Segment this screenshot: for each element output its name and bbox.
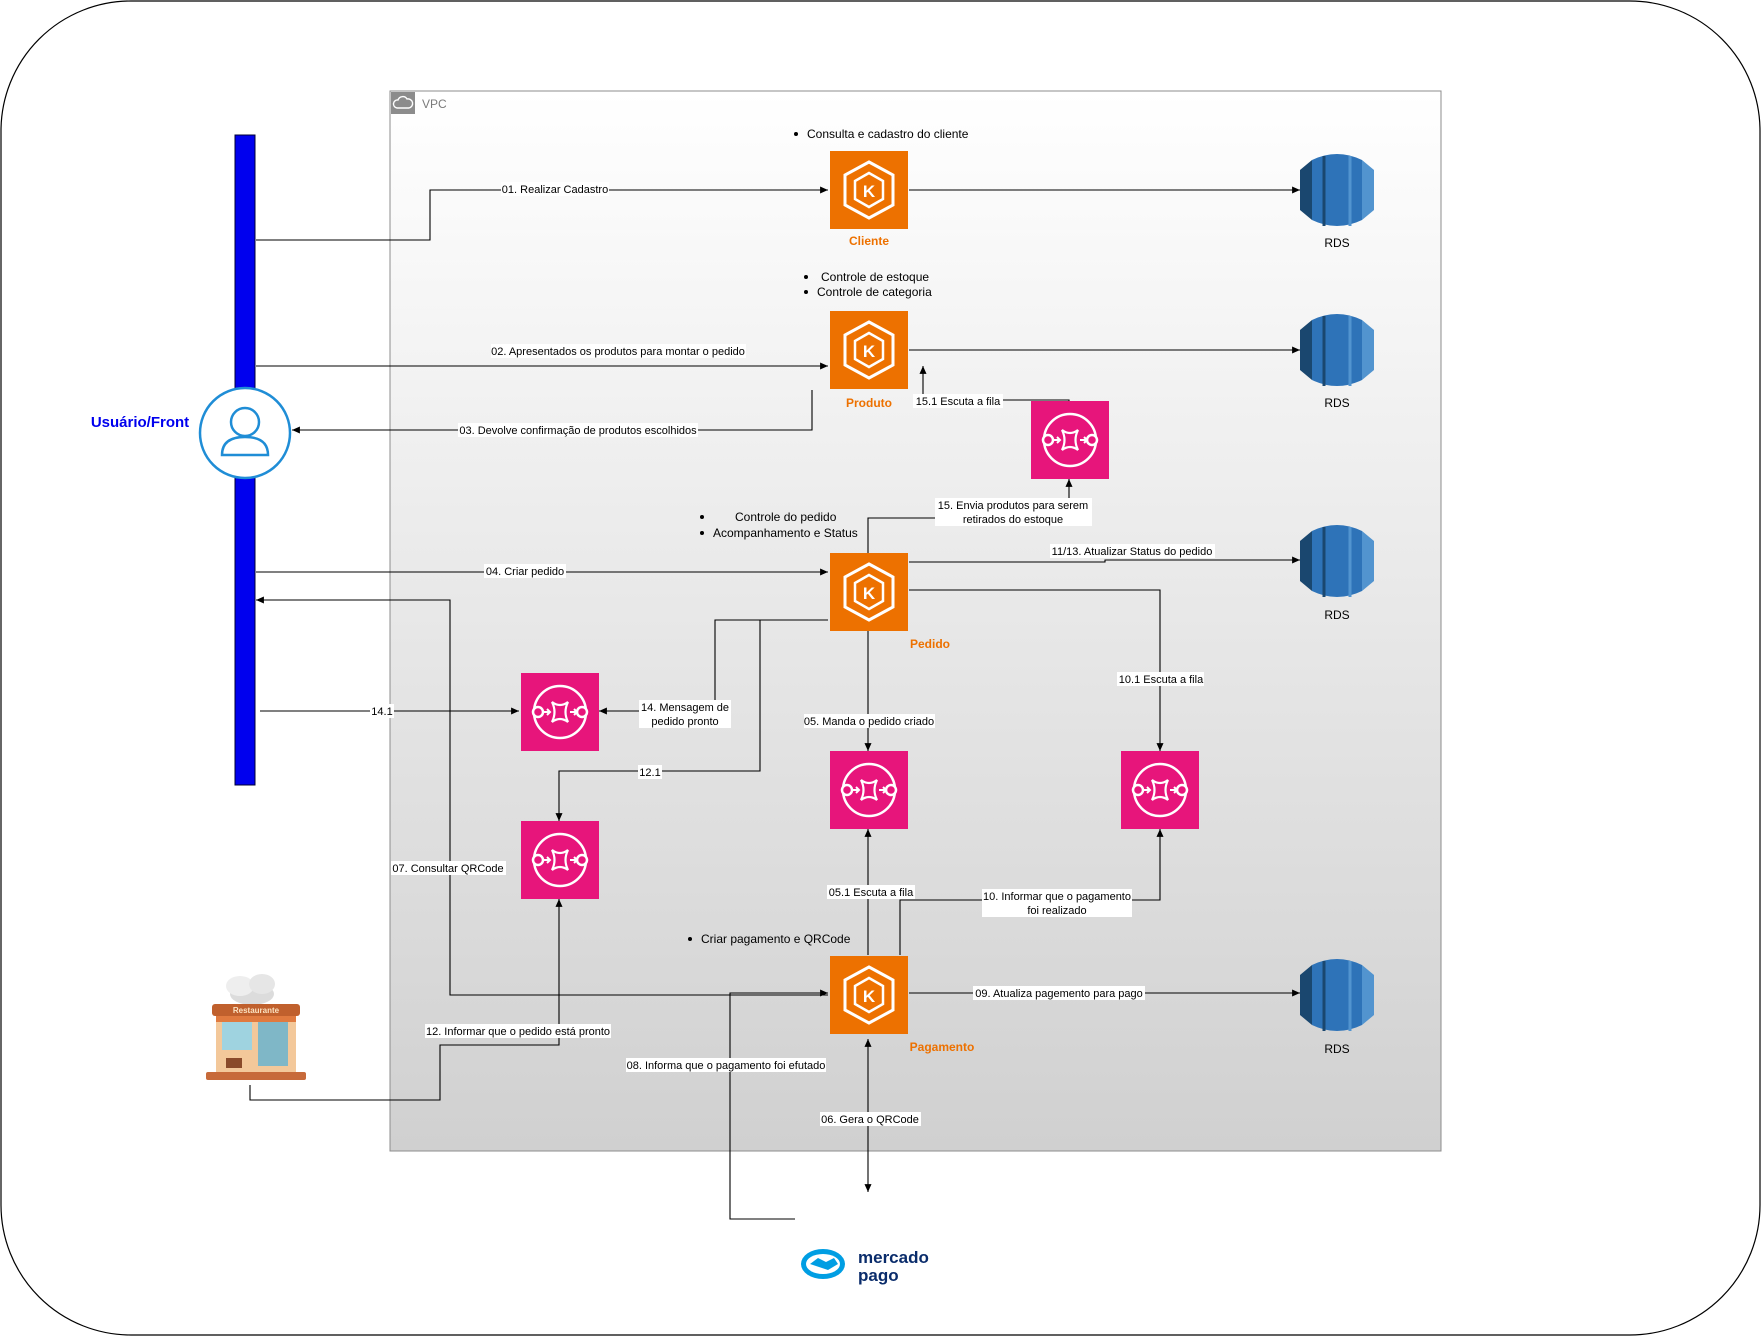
flow-label-15-1: 15.1 Escuta a fila bbox=[916, 396, 1001, 408]
rds-produto-icon[interactable] bbox=[1298, 312, 1376, 388]
flow-label-15-line2: retirados do estoque bbox=[963, 514, 1063, 526]
rds-label-produto: RDS bbox=[1324, 396, 1349, 410]
eks-pagamento-icon[interactable] bbox=[828, 954, 910, 1036]
flow-label-05: 05. Manda o pedido criado bbox=[804, 716, 934, 728]
note-pedido: Controle do pedido Acompanhamento e Stat… bbox=[700, 510, 858, 540]
flow-label-14-1: 14.1 bbox=[371, 706, 392, 718]
sqs-pedido-status-queue-icon[interactable] bbox=[519, 819, 601, 901]
flow-label-14-line1: 14. Mensagem de bbox=[641, 702, 729, 714]
service-label-pagamento: Pagamento bbox=[910, 1040, 975, 1054]
sqs-pedido-pronto-queue-icon[interactable] bbox=[519, 671, 601, 753]
service-label-cliente: Cliente bbox=[849, 234, 889, 248]
flow-labels: 01. Realizar Cadastro 02. Apresentados o… bbox=[370, 182, 1215, 1126]
svg-text:Controle de estoque: Controle de estoque bbox=[821, 270, 929, 284]
flow-label-05-1: 05.1 Escuta a fila bbox=[829, 887, 914, 899]
svg-text:Controle de categoria: Controle de categoria bbox=[817, 285, 932, 299]
eks-cliente-icon[interactable] bbox=[828, 149, 910, 231]
flow-label-14-line2: pedido pronto bbox=[651, 716, 718, 728]
rds-cliente-icon[interactable] bbox=[1298, 152, 1376, 228]
flow-label-02: 02. Apresentados os produtos para montar… bbox=[491, 346, 745, 358]
flow-label-11-13: 11/13. Atualizar Status do pedido bbox=[1052, 546, 1213, 558]
sqs-estoque-queue-icon[interactable] bbox=[1029, 399, 1111, 481]
flow-label-12: 12. Informar que o pedido está pronto bbox=[426, 1026, 610, 1038]
cloud-icon bbox=[391, 92, 415, 114]
vpc-label: VPC bbox=[422, 97, 447, 111]
user-icon[interactable] bbox=[198, 386, 292, 480]
flow-label-10-line1: 10. Informar que o pagamento bbox=[983, 891, 1131, 903]
eks-produto-icon[interactable] bbox=[828, 309, 910, 391]
rds-pagamento-icon[interactable] bbox=[1298, 957, 1376, 1033]
user-label: Usuário/Front bbox=[91, 414, 189, 431]
rds-pedido-icon[interactable] bbox=[1298, 523, 1376, 599]
rds-label-pedido: RDS bbox=[1324, 608, 1349, 622]
flow-label-03: 03. Devolve confirmação de produtos esco… bbox=[459, 425, 697, 437]
flow-label-09: 09. Atualiza pagemento para pago bbox=[975, 988, 1143, 1000]
rds-label-pagamento: RDS bbox=[1324, 1042, 1349, 1056]
service-label-produto: Produto bbox=[846, 396, 892, 410]
restaurant-sign: Restaurante bbox=[233, 1006, 280, 1015]
mercadopago-logo: mercado pago bbox=[801, 1248, 929, 1285]
sqs-pagamento-realizado-queue-icon[interactable] bbox=[1119, 749, 1201, 831]
flow-label-10-line2: foi realizado bbox=[1027, 905, 1086, 917]
flow-label-01: 01. Realizar Cadastro bbox=[502, 184, 608, 196]
mercadopago-word-pago: pago bbox=[858, 1266, 899, 1285]
restaurant-icon[interactable]: Restaurante bbox=[206, 974, 306, 1080]
flow-label-08: 08. Informa que o pagamento foi efutado bbox=[627, 1060, 826, 1072]
note-cliente: Consulta e cadastro do cliente bbox=[794, 127, 969, 141]
svg-text:Controle do pedido: Controle do pedido bbox=[735, 510, 837, 524]
flow-label-12-1: 12.1 bbox=[639, 767, 660, 779]
sqs-pedido-criado-queue-icon[interactable] bbox=[828, 749, 910, 831]
flow-label-10-1: 10.1 Escuta a fila bbox=[1119, 674, 1204, 686]
flow-label-15-line1: 15. Envia produtos para serem bbox=[938, 500, 1088, 512]
svg-text:Consulta e cadastro do cliente: Consulta e cadastro do cliente bbox=[807, 127, 969, 141]
note-produto: Controle de estoque Controle de categori… bbox=[804, 270, 932, 299]
rds-label-cliente: RDS bbox=[1324, 236, 1349, 250]
svg-text:Criar pagamento e QRCode: Criar pagamento e QRCode bbox=[701, 932, 851, 946]
eks-pedido-icon[interactable] bbox=[828, 551, 910, 633]
flow-label-06: 06. Gera o QRCode bbox=[821, 1114, 919, 1126]
service-label-pedido: Pedido bbox=[910, 637, 950, 651]
svg-text:Acompanhamento e Status: Acompanhamento e Status bbox=[713, 526, 858, 540]
vpc-container: VPC bbox=[389, 90, 1442, 1152]
mercadopago-word-mercado: mercado bbox=[858, 1248, 929, 1267]
flow-label-04: 04. Criar pedido bbox=[486, 566, 564, 578]
flow-label-07: 07. Consultar QRCode bbox=[392, 863, 503, 875]
note-pagamento: Criar pagamento e QRCode bbox=[688, 932, 851, 946]
